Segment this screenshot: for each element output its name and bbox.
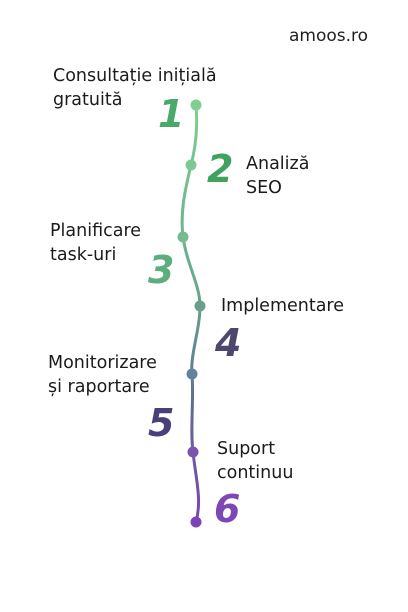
step-6a-dot [187, 446, 199, 458]
step-1-label: Consultație inițială gratuită [53, 64, 217, 112]
step-1-title-line2: gratuită [53, 90, 123, 110]
step-3-number: 3 [148, 248, 175, 292]
step-4-title-line1: Implementare [221, 296, 345, 316]
step-6b-dot [190, 516, 202, 528]
step-5-label: Monitorizare și raportare [48, 351, 157, 399]
step-2-dot [185, 159, 197, 171]
step-4-number: 4 [215, 321, 242, 365]
step-5-number: 5 [148, 401, 175, 445]
step-5-dot [186, 368, 198, 380]
step-2-label: Analiză SEO [246, 152, 309, 200]
step-2-title-line1: Analiză [246, 154, 310, 174]
step-5-title-line2: și raportare [48, 377, 150, 397]
step-6-title-line2: continuu [217, 463, 294, 483]
step-1-dot [190, 99, 202, 111]
step-2-number: 2 [207, 147, 234, 191]
step-1-number: 1 [158, 92, 185, 136]
step-3-label: Planificare task-uri [50, 219, 141, 267]
step-3-title-line2: task-uri [50, 245, 117, 265]
step-1-title-line1: Consultație inițială [53, 66, 217, 86]
brand-name: amoos.ro [289, 26, 369, 46]
step-6-number: 6 [214, 487, 241, 531]
step-4-label: Implementare [221, 294, 344, 318]
step-3-title-line1: Planificare [50, 221, 142, 241]
step-4-dot [194, 300, 206, 312]
step-3-dot [177, 231, 189, 243]
step-5-title-line1: Monitorizare [48, 353, 157, 373]
step-6-label: Suport continuu [217, 437, 293, 485]
step-2-title-line2: SEO [246, 178, 282, 198]
step-6-title-line1: Suport [217, 439, 276, 459]
